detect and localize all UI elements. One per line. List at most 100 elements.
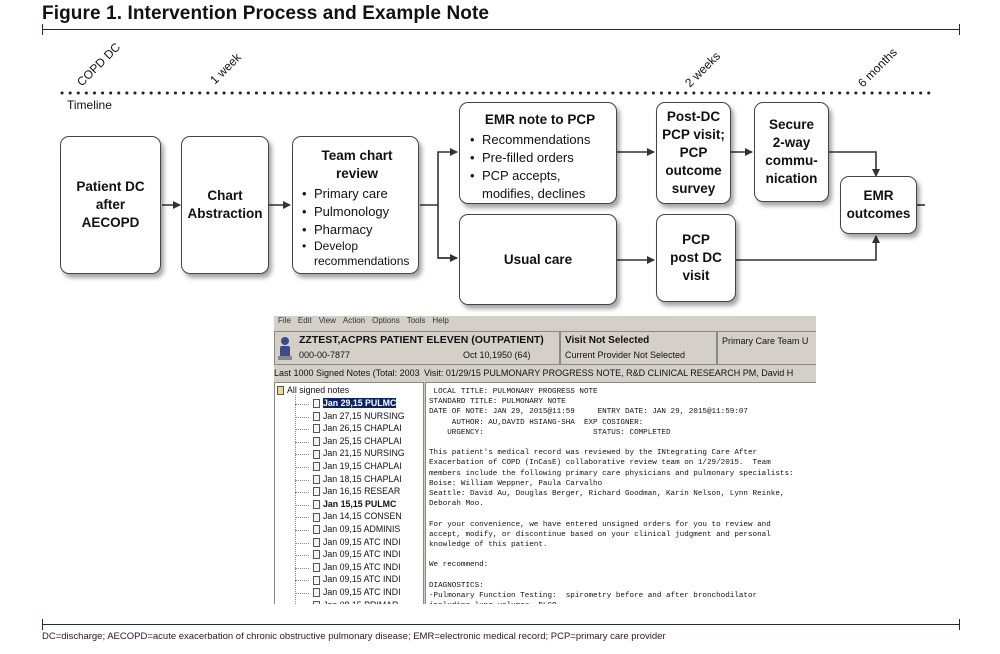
note-line: [429, 550, 816, 560]
patient-dc-line-2: after: [95, 197, 126, 212]
pcp-post-dc-box: PCP post DC visit: [656, 214, 736, 302]
tree-connector: [295, 416, 309, 418]
patient-dc-box: Patient DC after AECOPD: [60, 136, 161, 274]
tree-note-label: Jan 26,15 CHAPLAI: [323, 423, 402, 434]
tree-connector: [295, 517, 309, 519]
emr-notes-tree[interactable]: All signed notes Jan 29,15 PULMC Jan 27,1…: [274, 382, 424, 604]
tree-note-item[interactable]: Jan 15,15 PULMC: [313, 499, 396, 512]
tree-note-label: Jan 29,15 PULMC: [323, 398, 397, 408]
tree-connector: [295, 542, 309, 544]
tree-connector: [295, 555, 309, 557]
emr-visit-header: Visit: 01/29/15 PULMONARY PROGRESS NOTE,…: [424, 368, 794, 378]
tree-connector: [295, 492, 309, 494]
bottom-rule-left-tick: [42, 619, 43, 630]
tree-note-item[interactable]: Jan 09,15 ATC INDI: [313, 549, 401, 562]
note-doc-icon: [313, 449, 320, 459]
emr-menu-view[interactable]: View: [318, 316, 336, 325]
tree-note-item[interactable]: Jan 09,15 ATC INDI: [313, 587, 401, 600]
note-doc-icon: [313, 588, 320, 598]
secure-comm-line: 2-way: [772, 135, 811, 150]
tree-connector: [295, 467, 309, 468]
tree-note-label: Jan 19,15 CHAPLAI: [323, 461, 402, 471]
emr-patient-panel[interactable]: ZZTEST,ACPRS PATIENT ELEVEN (OUTPATIENT)…: [274, 331, 560, 365]
note-doc-icon: [313, 487, 320, 497]
team-review-item: Develop recommendations: [302, 239, 412, 269]
tree-connector: [295, 530, 309, 531]
team-review-item: Pharmacy: [302, 221, 412, 239]
timeline-dots: [60, 91, 932, 95]
tree-note-label: Jan 18,15 CHAPLAI: [323, 473, 402, 484]
timeline-label: Timeline: [67, 98, 112, 112]
tree-note-label: Jan 09,15 ATC INDI: [323, 561, 401, 572]
emr-team-label: Primary Care Team U: [722, 336, 809, 346]
chart-abstraction-line-1: Chart: [207, 188, 243, 203]
tree-note-label: Jan 09,15 ATC INDI: [323, 549, 401, 560]
post-dc-line: Post-DC: [666, 109, 721, 124]
tree-note-item[interactable]: Jan 25,15 CHAPLAI: [313, 436, 402, 449]
note-doc-icon: [313, 462, 320, 472]
tree-note-item[interactable]: Jan 18,15 CHAPLAI: [313, 474, 402, 487]
chart-abstraction-line-2: Abstraction: [187, 206, 263, 221]
bottom-rule: [42, 624, 960, 625]
emr-note-item: PCP accepts, modifies, declines: [470, 167, 610, 203]
tree-note-item[interactable]: Jan 29,15 PULMC: [313, 398, 397, 411]
note-doc-icon: [313, 575, 320, 585]
chart-abstraction-box: Chart Abstraction: [181, 136, 269, 274]
note-line: knowledge of this patient.: [429, 541, 548, 550]
tree-note-label: Jan 09,15 ATC INDI: [323, 536, 401, 547]
team-review-box: Team chart review Primary care Pulmonolo…: [292, 136, 419, 274]
tree-note-item[interactable]: Jan 16,15 RESEAR: [313, 486, 400, 499]
tree-connector: [295, 479, 309, 481]
emr-menu-file[interactable]: File: [278, 316, 291, 325]
tree-note-item[interactable]: Jan 26,15 CHAPLAI: [313, 423, 402, 436]
note-doc-icon: [313, 550, 320, 560]
emr-menu-options[interactable]: Options: [372, 316, 400, 325]
note-line: Boise: William Weppner, Paula Carvalho: [429, 479, 603, 488]
emr-team-panel[interactable]: Primary Care Team U: [717, 331, 816, 365]
post-dc-line: survey: [671, 181, 716, 196]
emr-notes-header: Last 1000 Signed Notes (Total: 2003: [274, 368, 420, 378]
team-review-title-1: Team chart: [321, 148, 393, 163]
note-line: DATE OF NOTE: JAN 29, 2015@11:59 ENTRY D…: [429, 408, 748, 417]
tree-note-item[interactable]: Jan 09,15 ADMINIS: [313, 524, 400, 537]
emr-provider-status: Current Provider Not Selected: [565, 350, 686, 360]
flow-arrows: [162, 148, 925, 264]
post-dc-line: PCP: [679, 145, 708, 160]
tree-note-item[interactable]: Jan 08,15 PRIMAR: [313, 600, 398, 604]
tree-note-label: Jan 09,15 ATC INDI: [323, 587, 401, 597]
emr-visit-panel[interactable]: Visit Not Selected Current Provider Not …: [560, 331, 717, 365]
tree-connector: [295, 504, 309, 506]
emr-menu-bar: File Edit View Action Options Tools Help: [274, 316, 816, 330]
emr-menu-help[interactable]: Help: [432, 316, 449, 325]
emr-menu-tools[interactable]: Tools: [406, 316, 426, 325]
tree-note-item[interactable]: Jan 19,15 CHAPLAI: [313, 461, 402, 474]
tree-note-item[interactable]: Jan 09,15 ATC INDI: [313, 574, 401, 587]
note-line: We recommend:: [429, 561, 489, 570]
post-dc-line: PCP visit;: [662, 127, 725, 142]
emr-patient-name: ZZTEST,ACPRS PATIENT ELEVEN (OUTPATIENT): [299, 334, 544, 346]
tree-note-item[interactable]: Jan 09,15 ATC INDI: [313, 562, 401, 575]
emr-menu-action[interactable]: Action: [342, 316, 366, 325]
team-review-title-2: review: [335, 166, 379, 181]
patient-dc-line-1: Patient DC: [76, 179, 145, 194]
tree-note-item[interactable]: Jan 21,15 NURSING: [313, 448, 405, 461]
note-line: -Pulmonary Function Testing: spirometry …: [429, 592, 758, 601]
tree-note-label: Jan 14,15 CONSEN: [323, 511, 402, 522]
emr-menu-edit[interactable]: Edit: [297, 316, 312, 325]
tree-note-item[interactable]: Jan 14,15 CONSEN: [313, 511, 402, 524]
tree-connector: [295, 441, 309, 443]
note-line: This patient's medical record was review…: [429, 449, 758, 458]
note-doc-icon: [313, 562, 320, 572]
note-line: For your convenience, we have entered un…: [429, 520, 771, 529]
tree-root[interactable]: All signed notes: [277, 385, 349, 398]
note-line: Deborah Moo.: [429, 500, 484, 509]
tree-note-item[interactable]: Jan 09,15 ATC INDI: [313, 537, 401, 550]
tree-note-label: Jan 08,15 PRIMAR: [323, 600, 398, 604]
bottom-rule-right-tick: [959, 619, 960, 630]
tree-note-item[interactable]: Jan 27,15 NURSING: [313, 411, 405, 424]
emr-outcomes-box: EMR outcomes: [840, 176, 917, 234]
note-doc-icon: [313, 512, 320, 522]
note-line: DIAGNOSTICS:: [429, 581, 484, 590]
